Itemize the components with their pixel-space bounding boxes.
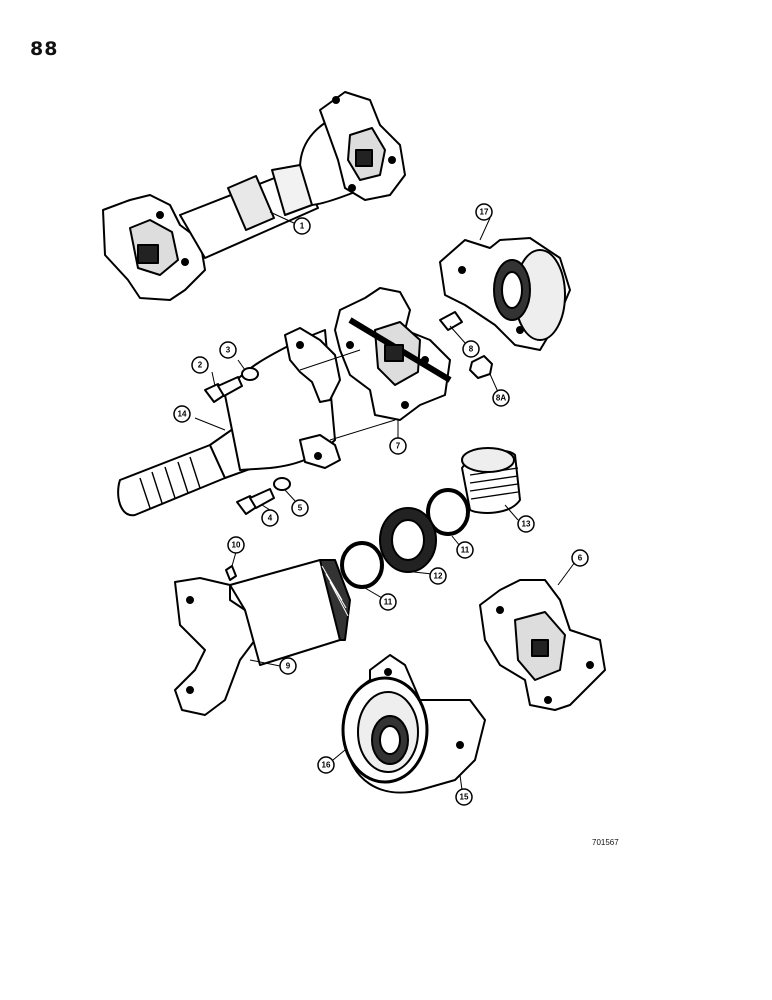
svg-text:8A: 8A bbox=[496, 394, 506, 403]
callout-6: 6 bbox=[571, 549, 589, 567]
grease-fitting-8 bbox=[439, 311, 463, 331]
callout-1: 1 bbox=[293, 217, 311, 235]
washer-5 bbox=[273, 477, 291, 491]
page-number: 88 bbox=[30, 38, 59, 60]
callout-7: 7 bbox=[389, 437, 407, 455]
svg-text:2: 2 bbox=[198, 361, 203, 370]
washer-3 bbox=[241, 367, 259, 381]
callout-17: 17 bbox=[475, 203, 493, 221]
svg-text:9: 9 bbox=[286, 662, 291, 671]
bolt-2 bbox=[204, 376, 243, 403]
nut-8a bbox=[469, 355, 493, 379]
seal-11-upper bbox=[426, 488, 470, 536]
svg-text:3: 3 bbox=[226, 346, 231, 355]
slip-yoke-9 bbox=[174, 559, 351, 716]
bolt-4 bbox=[236, 488, 275, 515]
grease-fitting-10 bbox=[225, 565, 237, 581]
companion-flange-15-16 bbox=[341, 654, 486, 794]
callout-4: 4 bbox=[261, 509, 279, 527]
drive-shaft-assembly bbox=[102, 91, 406, 301]
svg-text:13: 13 bbox=[522, 520, 531, 529]
callout-12: 12 bbox=[429, 567, 447, 585]
callout-16: 16 bbox=[317, 756, 335, 774]
callout-14: 14 bbox=[173, 405, 191, 423]
callout-15: 15 bbox=[455, 788, 473, 806]
callout-2: 2 bbox=[191, 356, 209, 374]
callout-5: 5 bbox=[291, 499, 309, 517]
callouts: 1 17 8 8A 2 3 14 7 4 5 13 11 12 11 10 6 … bbox=[173, 203, 589, 806]
flange-yoke-17 bbox=[439, 237, 571, 351]
svg-text:17: 17 bbox=[480, 208, 489, 217]
threaded-sleeve-13 bbox=[461, 447, 521, 514]
callout-10: 10 bbox=[227, 536, 245, 554]
svg-text:5: 5 bbox=[298, 504, 303, 513]
callout-9: 9 bbox=[279, 657, 297, 675]
svg-text:14: 14 bbox=[178, 410, 187, 419]
svg-text:8: 8 bbox=[469, 345, 474, 354]
svg-text:4: 4 bbox=[268, 514, 273, 523]
svg-text:1: 1 bbox=[300, 222, 305, 231]
svg-text:11: 11 bbox=[384, 598, 393, 607]
leader-lines bbox=[194, 211, 576, 791]
callout-11b: 11 bbox=[379, 593, 397, 611]
svg-text:11: 11 bbox=[461, 546, 470, 555]
svg-text:16: 16 bbox=[322, 761, 331, 770]
callout-8a: 8A bbox=[492, 389, 510, 407]
svg-text:10: 10 bbox=[232, 541, 241, 550]
svg-text:12: 12 bbox=[434, 572, 443, 581]
universal-joint-6 bbox=[479, 579, 606, 711]
bearing-12 bbox=[379, 507, 437, 573]
svg-text:15: 15 bbox=[460, 793, 469, 802]
seal-11-lower bbox=[340, 541, 384, 589]
figure-id: 701567 bbox=[592, 838, 619, 847]
svg-text:6: 6 bbox=[578, 554, 583, 563]
callout-13: 13 bbox=[517, 515, 535, 533]
callout-8: 8 bbox=[462, 340, 480, 358]
universal-joint-7 bbox=[334, 287, 452, 421]
callout-11a: 11 bbox=[456, 541, 474, 559]
callout-3: 3 bbox=[219, 341, 237, 359]
svg-text:7: 7 bbox=[396, 442, 401, 451]
